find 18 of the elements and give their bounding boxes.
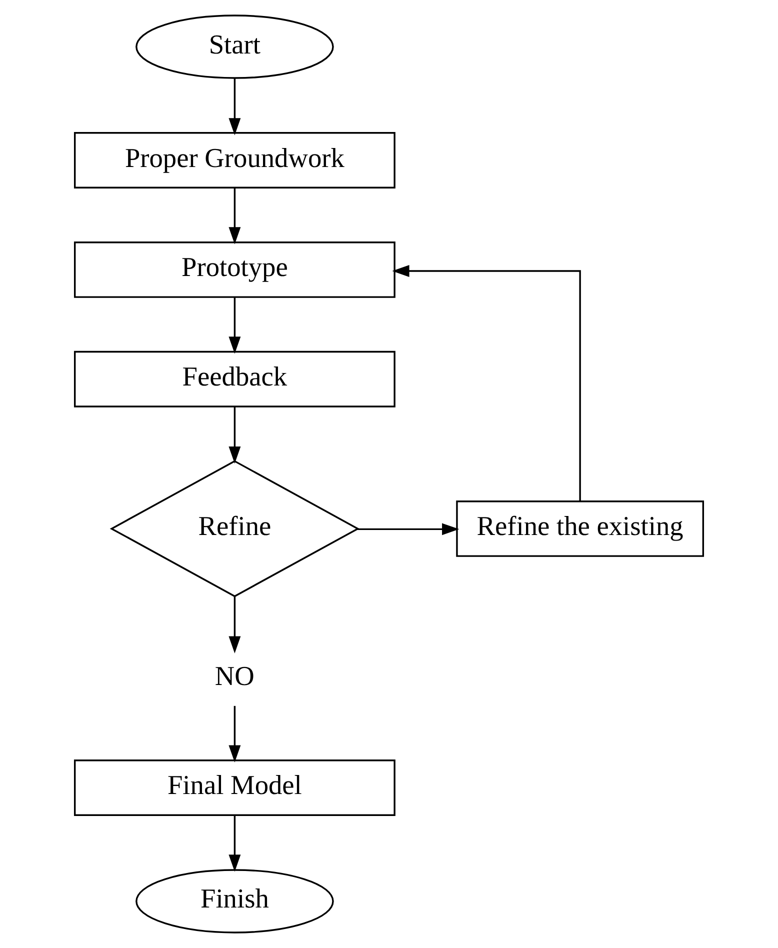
arrow (228, 188, 241, 244)
arrow (228, 297, 241, 354)
arrow (228, 406, 241, 464)
node-ellipse: Finish (136, 869, 334, 934)
arrow (228, 78, 241, 136)
node-box: Prototype (74, 241, 396, 298)
arrow (228, 706, 241, 762)
arrow (392, 265, 581, 502)
node-diamond: Refine (110, 460, 360, 598)
node-box: Final Model (74, 760, 396, 816)
arrow (228, 596, 241, 654)
arrow (228, 815, 241, 872)
node-box: Proper Groundwork (74, 132, 396, 188)
node-ellipse: Start (136, 14, 334, 79)
node-text: NO (214, 660, 254, 691)
node-box: Refine the existing (456, 500, 704, 557)
node-box: Feedback (74, 350, 396, 408)
arrow (357, 523, 460, 536)
